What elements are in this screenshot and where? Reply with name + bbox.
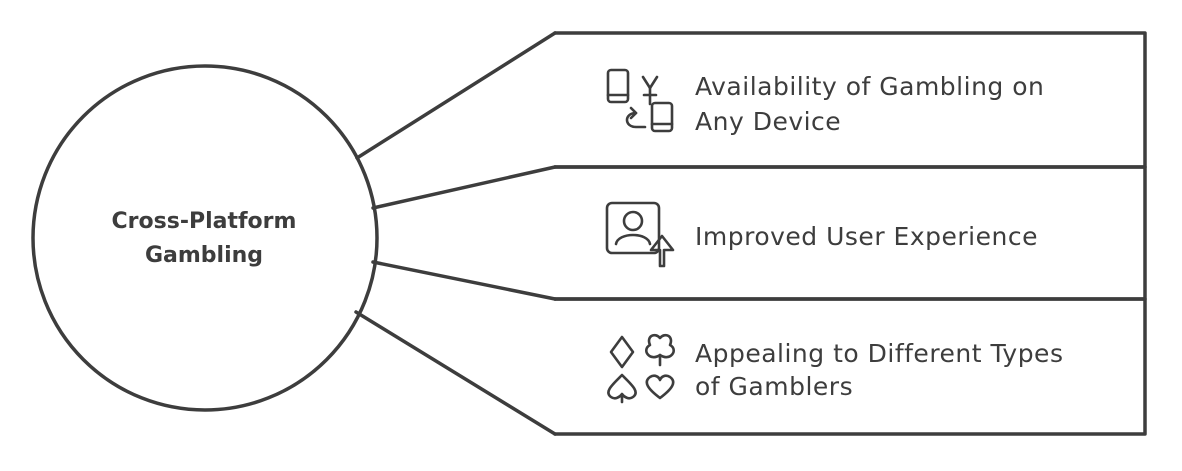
item-1-line1: Availability of Gambling on — [695, 72, 1044, 101]
spade-icon — [607, 373, 637, 404]
item-1-line2: Any Device — [695, 107, 841, 136]
device-sync-icon — [606, 68, 674, 133]
connector-1 — [355, 31, 557, 160]
connector-4 — [354, 310, 557, 436]
user-upgrade-icon — [605, 201, 675, 268]
item-2-line1: Improved User Experience — [695, 222, 1038, 251]
connector-3 — [371, 260, 557, 301]
heart-icon — [645, 374, 675, 400]
panel-3 — [553, 297, 1147, 436]
connector-2 — [371, 165, 557, 210]
club-icon — [645, 333, 675, 367]
card-suits-icon — [607, 333, 675, 404]
center-label-line2: Gambling — [145, 243, 263, 268]
item-3-line2: of Gamblers — [695, 372, 853, 401]
center-circle — [31, 64, 379, 412]
center-label-line1: Cross-Platform — [112, 209, 297, 234]
item-3-line1: Appealing to Different Types — [695, 339, 1063, 368]
diamond-icon — [609, 335, 635, 369]
